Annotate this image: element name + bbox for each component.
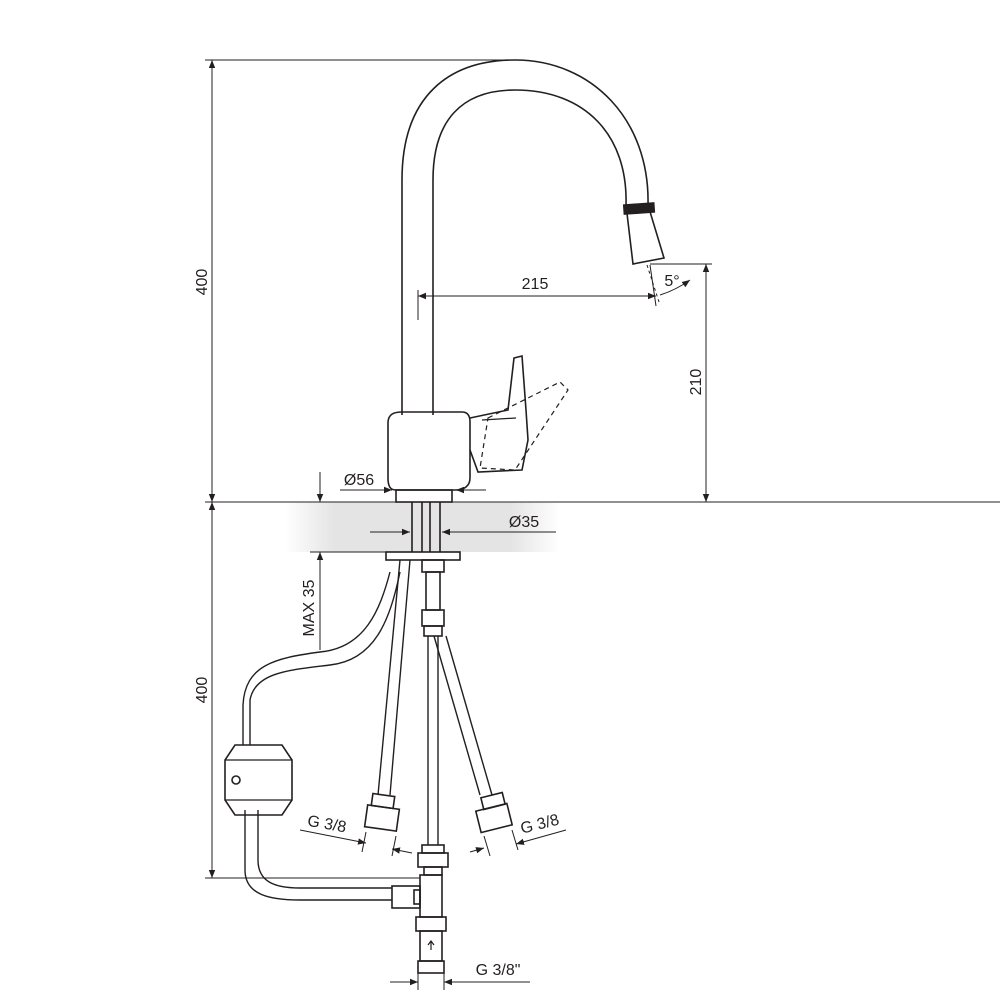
right-hose xyxy=(433,635,493,796)
dimension-lines xyxy=(205,59,712,990)
handle xyxy=(469,354,529,473)
left-hose xyxy=(377,559,411,796)
label-spout-reach: 215 xyxy=(522,276,549,293)
spray-ring xyxy=(622,202,656,215)
fixing-nut xyxy=(421,559,445,573)
label-spout-height: 210 xyxy=(688,369,705,396)
label-total-height: 400 xyxy=(194,269,211,296)
under-counter-assembly xyxy=(224,502,514,974)
label-max-thickness: MAX 35 xyxy=(301,579,318,636)
mixer-body xyxy=(387,411,471,491)
counter-weight xyxy=(224,744,293,816)
fixing-plate xyxy=(385,551,461,561)
faucet-body xyxy=(387,59,666,503)
spout xyxy=(401,59,649,415)
label-hose-length: 400 xyxy=(194,677,211,704)
label-bottom-connector: G 3/8" xyxy=(476,962,521,979)
right-connector-nut xyxy=(474,802,514,834)
label-right-connector: G 3/8 xyxy=(519,812,561,838)
weight-hose xyxy=(242,571,401,745)
label-mounting-hole: Ø35 xyxy=(509,514,539,531)
weight-screw xyxy=(231,775,241,785)
handle-alt-position xyxy=(479,381,569,471)
tee-connector xyxy=(419,874,443,918)
pullout-hose xyxy=(427,636,439,845)
label-spout-angle: 5° xyxy=(664,273,679,290)
left-connector-nut xyxy=(363,803,401,833)
label-base-diameter: Ø56 xyxy=(344,472,374,489)
label-left-connector: G 3/8 xyxy=(306,813,348,837)
base-flange xyxy=(395,489,453,503)
